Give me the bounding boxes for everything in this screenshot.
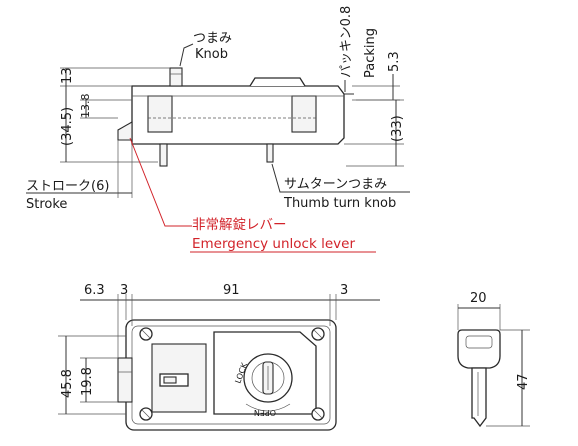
dim-key-47: 47 <box>516 373 531 390</box>
knob-label-jp: つまみ <box>193 31 232 46</box>
dim-3-right: 3 <box>340 283 348 298</box>
front-screws <box>139 327 325 421</box>
key-bow <box>457 329 501 369</box>
stroke-label-jp: ストローク(6) <box>26 179 109 194</box>
stroke-callout: ストローク(6) Stroke <box>26 140 133 212</box>
knob-callout: つまみ Knob <box>179 31 232 67</box>
packing-callout: パッキン0.8 Packing 5.3 <box>339 6 402 101</box>
side-left-housing <box>147 95 173 133</box>
front-left-dims: 45.8 19.8 <box>58 335 126 415</box>
packing-label-jp: パッキン0.8 <box>339 6 354 78</box>
side-knob <box>169 67 183 87</box>
dim-33: (33) <box>390 115 405 142</box>
side-view <box>117 67 354 167</box>
front-top-dims: 6.3 3 91 3 <box>80 283 380 358</box>
dim-3-left: 3 <box>120 283 128 298</box>
emergency-label-jp: 非常解錠レバー <box>192 217 287 233</box>
dim-13: 13 <box>60 67 75 84</box>
emergency-callout: 非常解錠レバー Emergency unlock lever <box>129 137 376 253</box>
side-thumbturn-pin <box>266 143 274 163</box>
dim-key-20: 20 <box>470 291 487 306</box>
dim-33-group: (33) <box>344 99 405 167</box>
key-blade <box>471 367 487 428</box>
packing-label-en: Packing <box>363 28 378 78</box>
side-right-housing <box>291 95 317 133</box>
dim-19-8: 19.8 <box>80 367 95 396</box>
thumbturn-label-jp: サムターンつまみ <box>284 177 387 192</box>
thumbturn-callout: サムターンつまみ Thumb turn knob <box>271 163 410 211</box>
thumbturn-label-en: Thumb turn knob <box>283 196 396 211</box>
emergency-label-en: Emergency unlock lever <box>192 236 355 252</box>
side-top-flange <box>249 77 306 87</box>
front-bolt <box>117 357 133 403</box>
stroke-label-en: Stroke <box>26 197 67 212</box>
open-mark: OPEN <box>254 408 276 417</box>
front-lever-box <box>151 343 207 413</box>
dim-91: 91 <box>223 283 240 298</box>
dim-5-3: 5.3 <box>387 51 402 72</box>
front-view: LOCK OPEN <box>117 319 337 431</box>
dim-45-8: 45.8 <box>60 369 75 398</box>
side-pin-left <box>159 143 168 167</box>
side-left-dims: 13 (34.5) 13.8 <box>60 67 170 163</box>
dim-34-5: (34.5) <box>60 107 75 146</box>
dim-13-8: 13.8 <box>79 94 92 119</box>
key-view: 20 47 <box>457 291 531 428</box>
knob-label-en: Knob <box>195 47 228 62</box>
side-emergency-lever <box>117 121 133 141</box>
dim-6-3: 6.3 <box>84 283 105 298</box>
